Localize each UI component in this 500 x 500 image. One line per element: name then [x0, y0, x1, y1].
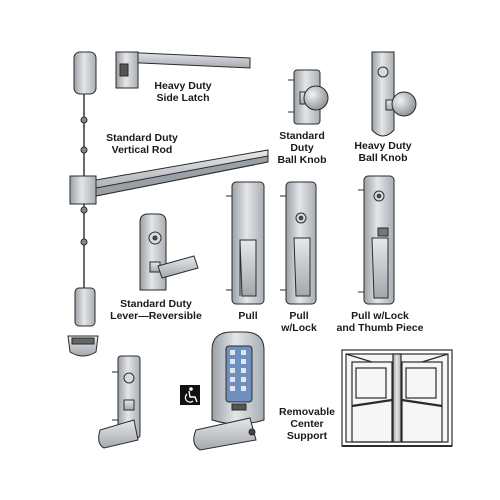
label-standard-duty-lever-reversible: Standard Duty Lever—Reversible	[110, 298, 202, 322]
label-heavy-duty-ball-knob: Heavy Duty Ball Knob	[354, 140, 412, 164]
lever-reversible-trim	[139, 213, 199, 291]
heavy-duty-side-latch-bar	[115, 51, 251, 89]
pull-with-lock-thumb-piece-trim	[358, 175, 395, 305]
label-standard-duty-ball-knob: Standard Duty Ball Knob	[277, 130, 327, 166]
label-removable-center-support: Removable Center Support	[278, 406, 336, 442]
label-pull-w-lock-thumb-piece: Pull w/Lock and Thumb Piece	[336, 310, 424, 334]
keypad-lock	[193, 331, 265, 451]
label-heavy-duty-side-latch: Heavy Duty Side Latch	[154, 80, 212, 104]
pull-with-lock-trim	[280, 181, 317, 305]
pull-trim	[226, 181, 265, 305]
label-pull: Pull	[238, 310, 258, 322]
standard-duty-ball-knob	[288, 69, 329, 125]
wheelchair-icon	[180, 385, 200, 405]
mortise-lock-trim	[98, 355, 141, 449]
vertical-rod-assembly	[67, 51, 269, 357]
double-door-with-center-mullion	[341, 349, 453, 447]
label-pull-w-lock: Pull w/Lock	[281, 310, 317, 334]
heavy-duty-ball-knob	[371, 51, 417, 137]
label-standard-duty-vertical-rod: Standard Duty Vertical Rod	[106, 132, 178, 156]
